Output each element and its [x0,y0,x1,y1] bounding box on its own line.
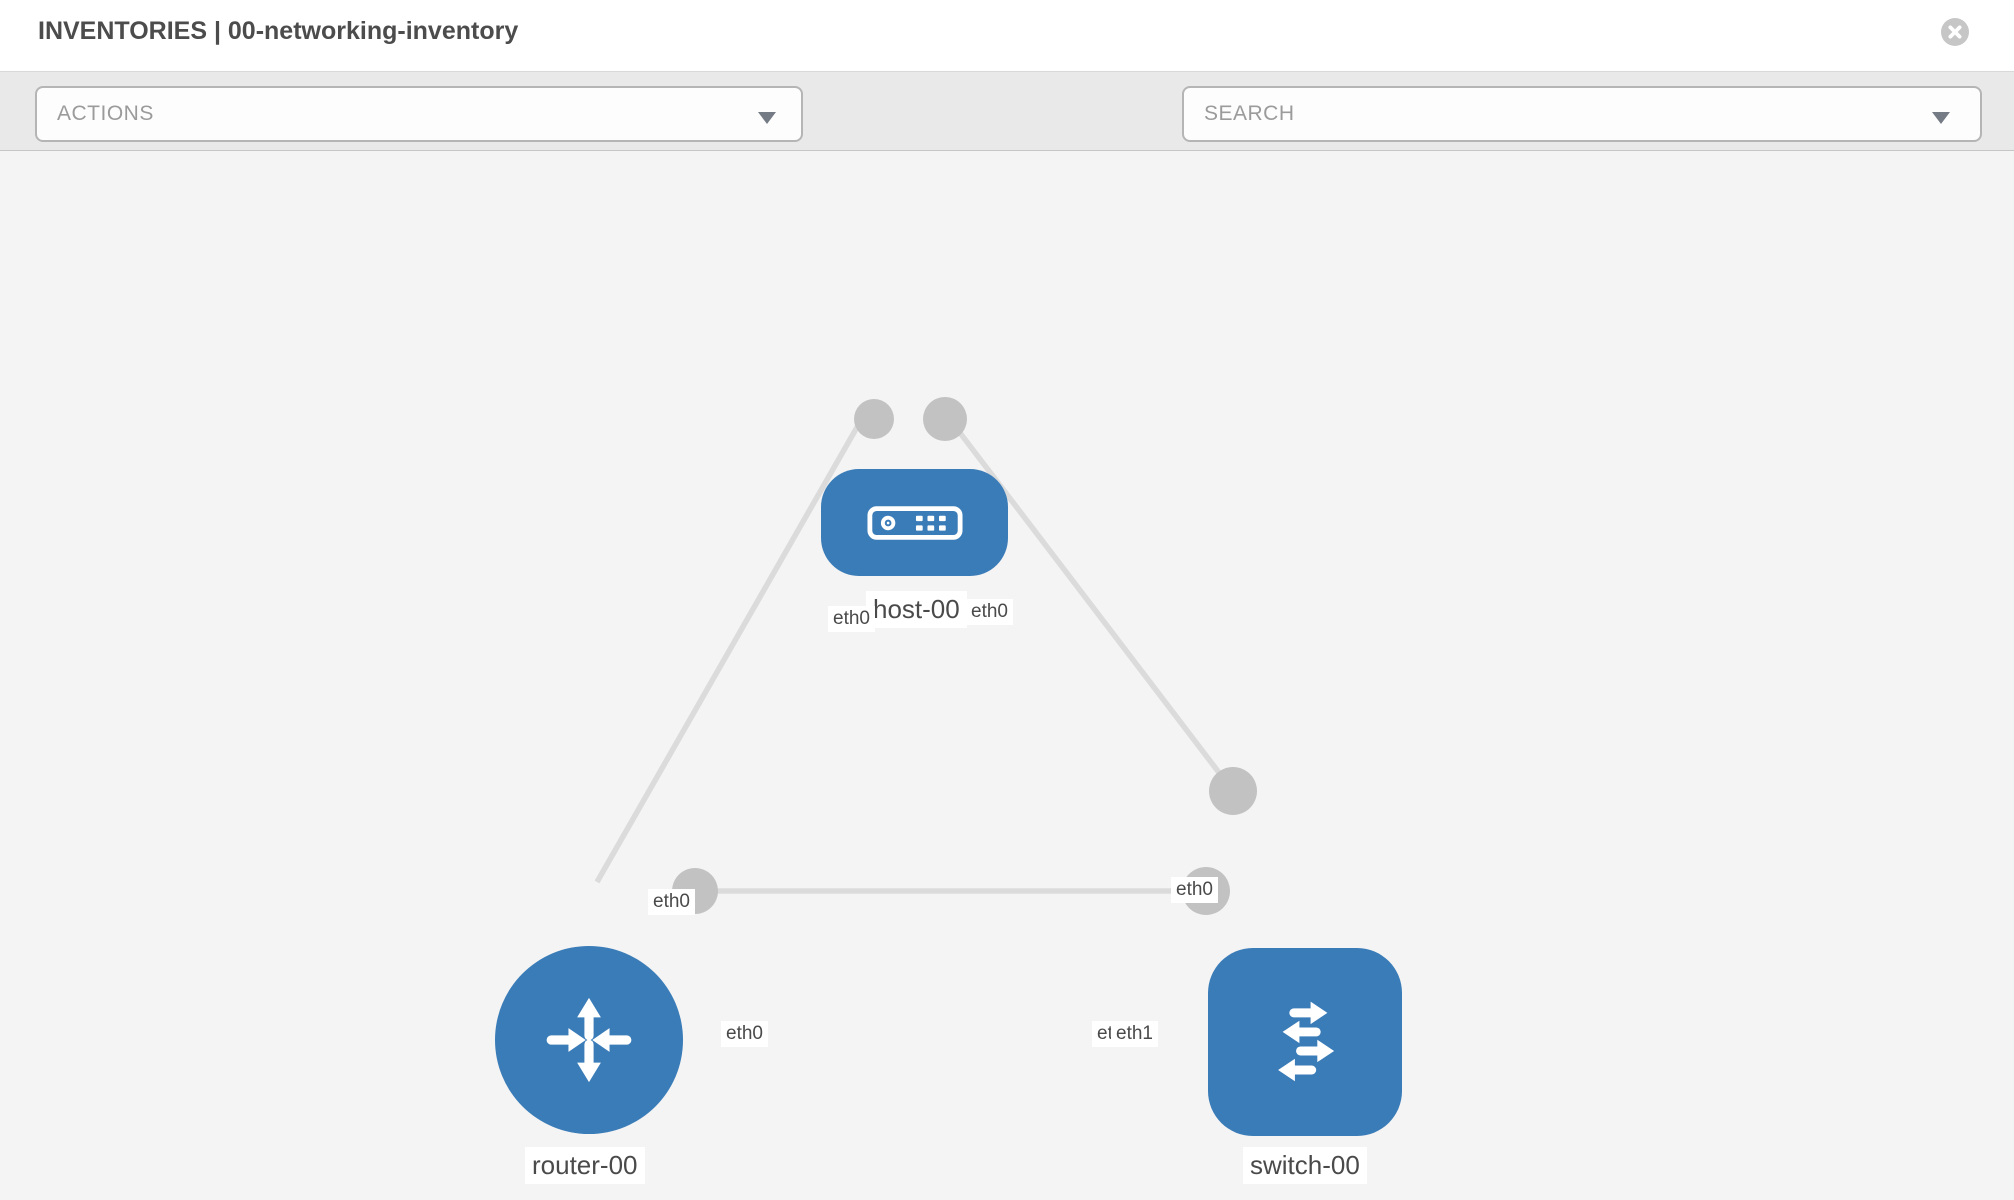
page-title: INVENTORIES | 00-networking-inventory [38,17,519,45]
interface-label: eth1 [1111,1021,1158,1047]
interface-dot [854,399,894,439]
node-label-router: router-00 [525,1147,645,1185]
node-label-switch: switch-00 [1243,1147,1367,1185]
interface-dot [1209,767,1257,815]
node-switch-00[interactable] [1208,948,1402,1136]
close-icon [1948,25,1962,39]
node-router-00[interactable] [495,946,683,1134]
interface-label: eth0 [966,599,1013,625]
router-icon [546,997,632,1083]
chevron-down-icon [1932,112,1950,124]
topology-links-layer [594,397,1257,915]
chevron-down-icon [758,112,776,124]
interface-label: eth0 [1171,877,1218,903]
interface-dot [923,397,967,441]
search-dropdown-label: SEARCH [1204,102,1295,125]
network-canvas[interactable]: host-00 router-00 switch-00 eth0 eth0 et… [0,151,2014,1200]
switch-icon [1278,1001,1335,1082]
modal-header: INVENTORIES | 00-networking-inventory [0,0,2014,71]
link-line-host-router [594,406,871,884]
interface-label: eth0 [721,1021,768,1047]
node-label-host: host-00 [866,591,967,629]
node-host-00[interactable] [821,469,1008,576]
interface-label: eth0 [828,606,875,632]
search-dropdown[interactable]: SEARCH [1182,86,1982,142]
interface-label: eth0 [648,889,695,915]
actions-dropdown-label: ACTIONS [57,102,154,125]
close-button[interactable] [1941,18,1969,46]
host-icon [866,505,963,540]
actions-dropdown[interactable]: ACTIONS [35,86,803,142]
toolbar: ACTIONS SEARCH [0,71,2014,201]
link-line-host-switch [935,402,1236,793]
